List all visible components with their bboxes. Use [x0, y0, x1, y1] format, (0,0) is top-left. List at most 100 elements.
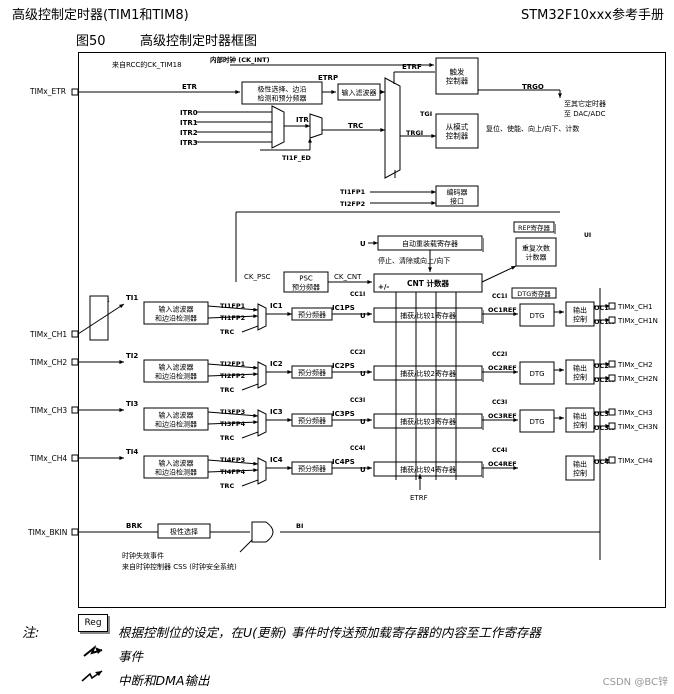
- arrowhead: [605, 362, 610, 366]
- ch2-out-pin: [608, 360, 616, 368]
- box-shadow: [482, 464, 484, 478]
- ch4-edge-detector-label: 输入滤波器: [159, 459, 194, 468]
- ch1-cc-label: CC1I: [350, 291, 365, 298]
- repetition-counter-label: 计数器: [526, 253, 547, 262]
- polarity-edge-prescaler-label: 极性选择、边沿: [258, 85, 307, 94]
- arrowhead: [308, 138, 312, 143]
- arrowhead: [367, 280, 372, 284]
- psc-prescaler-label: PSC: [299, 275, 313, 283]
- ch4-icps-label: IC4PS: [332, 458, 355, 466]
- itr-label: ITR: [296, 116, 309, 124]
- arrowhead: [559, 310, 564, 314]
- ch1-u-label: U: [360, 312, 366, 320]
- ch4-ic-label: IC4: [270, 456, 283, 464]
- slave-mode-controller: [435, 113, 479, 149]
- arrowhead: [605, 318, 610, 322]
- ch3-output-control-label: 控制: [573, 421, 587, 430]
- ck-cnt-label: CK_CNT: [334, 273, 362, 281]
- timx-etr-pin: [71, 88, 79, 96]
- etrf-bottom-label: ETRF: [410, 494, 428, 502]
- box-shadow: [482, 238, 484, 252]
- polarity-edge-prescaler-label: 检测和预分频器: [258, 94, 307, 103]
- ch3-trc: TRC: [220, 434, 234, 442]
- wire: [207, 459, 259, 465]
- slave-mode-note: 复位、使能、向上/向下、计数: [486, 124, 579, 133]
- ch3-output-control-label: 输出: [573, 412, 587, 421]
- ch3-cc-label: CC3I: [350, 397, 365, 404]
- ch2-icps-label: IC2PS: [332, 362, 355, 370]
- ch2-ccr-register-label: 捕获/比较2寄存器: [400, 369, 456, 378]
- ch4-ccout-label: CC4I: [492, 447, 507, 454]
- ch2-u-label: U: [360, 370, 366, 378]
- ch1-oc-label: OC1: [594, 304, 609, 312]
- itr1-label: ITR1: [180, 119, 198, 127]
- arrowhead: [558, 93, 562, 98]
- ch4-output-control: [565, 455, 595, 481]
- arrowhead: [119, 360, 124, 364]
- interrupt-dma-icon: [81, 670, 103, 682]
- notes-label: 注:: [22, 626, 40, 641]
- ch1-dtg-label: DTG: [529, 312, 544, 320]
- autoreload-u-label: U: [360, 240, 366, 248]
- ch4-ccr-register-label: 捕获/比较4寄存器: [400, 465, 456, 474]
- polarity-edge-prescaler: [241, 81, 323, 105]
- ti2-label: TI2: [126, 352, 138, 360]
- polarity-select: [157, 523, 211, 539]
- plusminus-label: +/-: [378, 283, 389, 291]
- ch2-dtg: [519, 361, 555, 385]
- ch2-ccout-label: CC2I: [492, 351, 507, 358]
- ch1-output-control-label: 控制: [573, 315, 587, 324]
- header-title-left: 高级控制定时器(TIM1和TIM8): [12, 8, 189, 23]
- ch3-prescaler-label: 预分频器: [298, 416, 326, 425]
- ch2-edge-detector-label: 和边沿检测器: [155, 372, 197, 381]
- reg-legend-text: 根据控制位的设定，在U(更新) 事件时传送预加载寄存器的内容至工作寄存器: [118, 625, 541, 640]
- trgo-label: TRGO: [522, 83, 544, 91]
- arrowhead: [513, 312, 518, 316]
- ch3-fp-a: TI3FP3: [220, 408, 245, 416]
- arrowhead: [431, 201, 436, 205]
- arrowhead: [253, 307, 258, 312]
- ch1-outn-label: TIMx_CH1N: [617, 317, 658, 325]
- ch3-output-control: [565, 407, 595, 433]
- encoder-interface-label: 编码器: [447, 188, 468, 197]
- wire: [241, 383, 259, 391]
- arrowhead: [418, 474, 422, 479]
- ch3-pin: [71, 406, 79, 414]
- ti4-label: TI4: [126, 448, 138, 456]
- arrowhead: [513, 370, 518, 374]
- wire: [241, 431, 259, 439]
- arrowhead: [605, 376, 610, 380]
- etrp-label: ETRP: [318, 74, 338, 82]
- ch1-edge-detector-label: 输入滤波器: [159, 305, 194, 314]
- ch2-dtg-label: DTG: [529, 370, 544, 378]
- bkin-label: TIMx_BKIN: [27, 528, 67, 537]
- ch4-oc-label: OC4: [594, 458, 609, 466]
- arrowhead: [605, 458, 610, 462]
- ch4-cc-label: CC4I: [350, 445, 365, 452]
- arrowhead: [253, 468, 258, 473]
- ch2-oc-label: OC2: [594, 362, 609, 370]
- arrowhead: [331, 90, 336, 94]
- ch2-edge-detector: [143, 359, 209, 383]
- arrowhead: [559, 416, 564, 420]
- wire: [207, 469, 259, 473]
- ch1-ccout-label: CC1I: [492, 293, 507, 300]
- ch1-prescaler-label: 预分频器: [298, 310, 326, 319]
- ch3-pin-label: TIMx_CH3: [29, 406, 67, 415]
- box-shadow: [482, 310, 484, 324]
- ch3-ccr-register-label: 捕获/比较3寄存器: [400, 417, 456, 426]
- trgo-destination: 至 DAC/ADC: [564, 110, 606, 118]
- ch2-outn-pin: [608, 374, 616, 382]
- ch4-ic-mux: [257, 457, 267, 485]
- ch1-fp-a: TI1FP1: [220, 302, 246, 310]
- ch2-output-control-label: 控制: [573, 373, 587, 382]
- arrowhead: [119, 304, 124, 309]
- arrowhead: [253, 365, 258, 370]
- itr2-label: ITR2: [180, 129, 198, 137]
- ch2-fp-a: TI2FP1: [220, 360, 246, 368]
- ch3-ocref-label: OC3REF: [488, 412, 517, 420]
- arrowhead: [367, 466, 372, 470]
- dtg-register: [511, 287, 557, 299]
- ch4-edge-detector: [143, 455, 209, 479]
- arrowhead: [373, 241, 378, 245]
